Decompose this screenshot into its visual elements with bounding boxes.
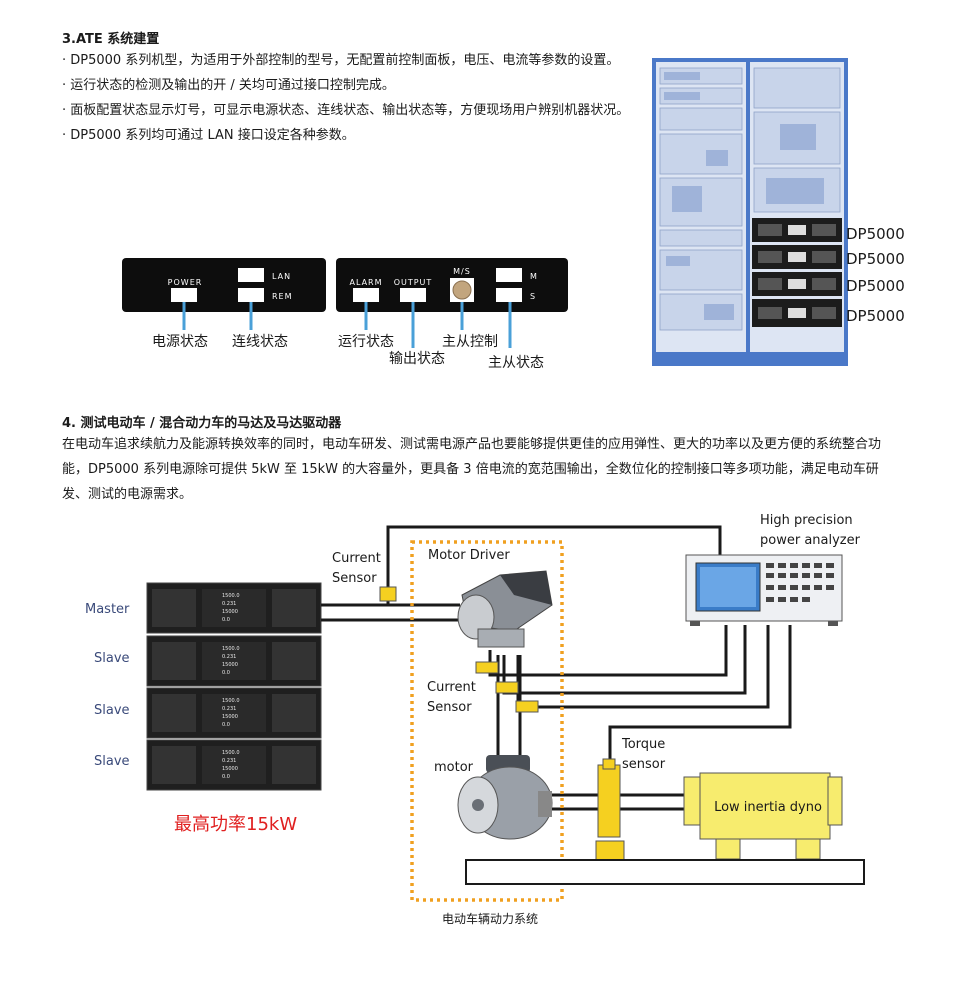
rack-label-4: DP5000 <box>846 307 905 325</box>
m-led <box>496 268 522 282</box>
label-ms-state: 主从状态 <box>488 355 544 371</box>
motor-illustration <box>457 755 553 840</box>
power-analyzer-illustration <box>685 554 843 626</box>
label-slave-3: Slave <box>94 754 130 769</box>
motor-driver-illustration <box>457 570 553 648</box>
current-sensor-a <box>475 661 499 674</box>
section3-bullet-1: · DP5000 系列机型，为适用于外部控制的型号，无配置前控制面板，电压、电流… <box>62 53 620 68</box>
section3-title: 3.ATE 系统建置 <box>62 32 160 47</box>
lan-text: LAN <box>272 272 291 281</box>
rack-label-1: DP5000 <box>846 225 905 243</box>
motor-driver-label: Motor Driver <box>428 548 510 563</box>
svg-text:0.231: 0.231 <box>222 758 236 764</box>
svg-text:0.0: 0.0 <box>222 774 230 780</box>
power-text: POWER <box>168 278 203 287</box>
base-plate <box>465 859 865 885</box>
label-output-state: 输出状态 <box>389 351 445 367</box>
current-sensor-c <box>515 700 539 713</box>
rack-label-3: DP5000 <box>846 277 905 295</box>
powertrain-dashed-box <box>410 540 564 902</box>
section4-title: 4. 测试电动车 / 混合动力车的马达及马达驱动器 <box>62 416 342 431</box>
output-led <box>400 288 426 302</box>
svg-text:0.0: 0.0 <box>222 617 230 623</box>
current-sensor-mid-label-1: Current <box>427 680 476 695</box>
svg-text:1500.0: 1500.0 <box>222 698 240 704</box>
current-sensor-mid-label-2: Sensor <box>427 700 472 715</box>
torque-sensor-illustration <box>595 758 625 862</box>
svg-text:0.231: 0.231 <box>222 706 236 712</box>
analyzer-label-2: power analyzer <box>760 533 861 548</box>
label-master: Master <box>85 602 130 617</box>
svg-text:0.0: 0.0 <box>222 670 230 676</box>
dyno-label: Low inertia dyno <box>714 800 822 815</box>
front-panel-diagram: POWER LAN REM ALARM OUTPUT M/S M S 电源状态 … <box>122 258 568 371</box>
svg-text:15000: 15000 <box>222 714 238 720</box>
svg-text:15000: 15000 <box>222 766 238 772</box>
system-caption: 电动车辆动力系统 <box>442 911 538 926</box>
power-unit-master <box>146 582 322 634</box>
svg-text:1500.0: 1500.0 <box>222 750 240 756</box>
ev-test-system-diagram: 1500.0 0.231 15000 0.0 1500.0 0.231 1500… <box>85 513 865 926</box>
label-link-state: 连线状态 <box>232 334 288 350</box>
ms-text: M/S <box>453 267 471 276</box>
rem-led <box>238 288 264 302</box>
panel-left <box>122 258 326 312</box>
label-ms-control: 主从控制 <box>442 334 498 350</box>
rack-dp5000-units <box>752 218 842 327</box>
svg-text:0.231: 0.231 <box>222 601 236 607</box>
svg-text:15000: 15000 <box>222 609 238 615</box>
current-sensor-top-label-2: Sensor <box>332 571 377 586</box>
s-text: S <box>530 292 535 301</box>
analyzer-label-1: High precision <box>760 513 853 528</box>
torque-label-2: sensor <box>622 757 666 772</box>
power-led <box>171 288 197 302</box>
torque-label-1: Torque <box>621 737 665 752</box>
current-sensor-top-label-1: Current <box>332 551 381 566</box>
ms-button <box>452 280 472 300</box>
alarm-text: ALARM <box>349 278 382 287</box>
output-text: OUTPUT <box>394 278 433 287</box>
label-run-state: 运行状态 <box>338 334 394 350</box>
section4-paragraph: 在电动车追求续航力及能源转换效率的同时，电动车研发、测试需电源产品也要能够提供更… <box>62 437 882 502</box>
power-unit-slave-3 <box>146 739 322 791</box>
rem-text: REM <box>272 292 293 301</box>
ate-rack-illustration <box>652 58 848 366</box>
svg-text:1500.0: 1500.0 <box>222 646 240 652</box>
alarm-led <box>353 288 379 302</box>
label-power-state: 电源状态 <box>152 334 208 350</box>
current-sensor-top <box>379 586 397 602</box>
max-power-label: 最高功率15kW <box>174 814 297 835</box>
label-slave-1: Slave <box>94 651 130 666</box>
svg-text:0.231: 0.231 <box>222 654 236 660</box>
svg-text:0.0: 0.0 <box>222 722 230 728</box>
svg-text:15000: 15000 <box>222 662 238 668</box>
section3-bullet-3: · 面板配置状态显示灯号，可显示电源状态、连线状态、输出状态等，方便现场用户辨别… <box>62 103 630 118</box>
power-unit-slave-1 <box>146 635 322 687</box>
dyno-illustration <box>683 772 843 860</box>
motor-label: motor <box>434 760 474 775</box>
lan-led <box>238 268 264 282</box>
svg-text:1500.0: 1500.0 <box>222 593 240 599</box>
rack-label-2: DP5000 <box>846 250 905 268</box>
current-sensor-b <box>495 681 519 694</box>
section3-bullet-2: · 运行状态的检测及输出的开 / 关均可通过接口控制完成。 <box>62 78 395 93</box>
label-slave-2: Slave <box>94 703 130 718</box>
power-supply-stack: 1500.0 0.231 15000 0.0 1500.0 0.231 1500… <box>146 582 322 791</box>
power-unit-slave-2 <box>146 687 322 739</box>
m-text: M <box>530 272 537 281</box>
s-led <box>496 288 522 302</box>
section3-bullet-4: · DP5000 系列均可通过 LAN 接口设定各种参数。 <box>62 128 355 143</box>
